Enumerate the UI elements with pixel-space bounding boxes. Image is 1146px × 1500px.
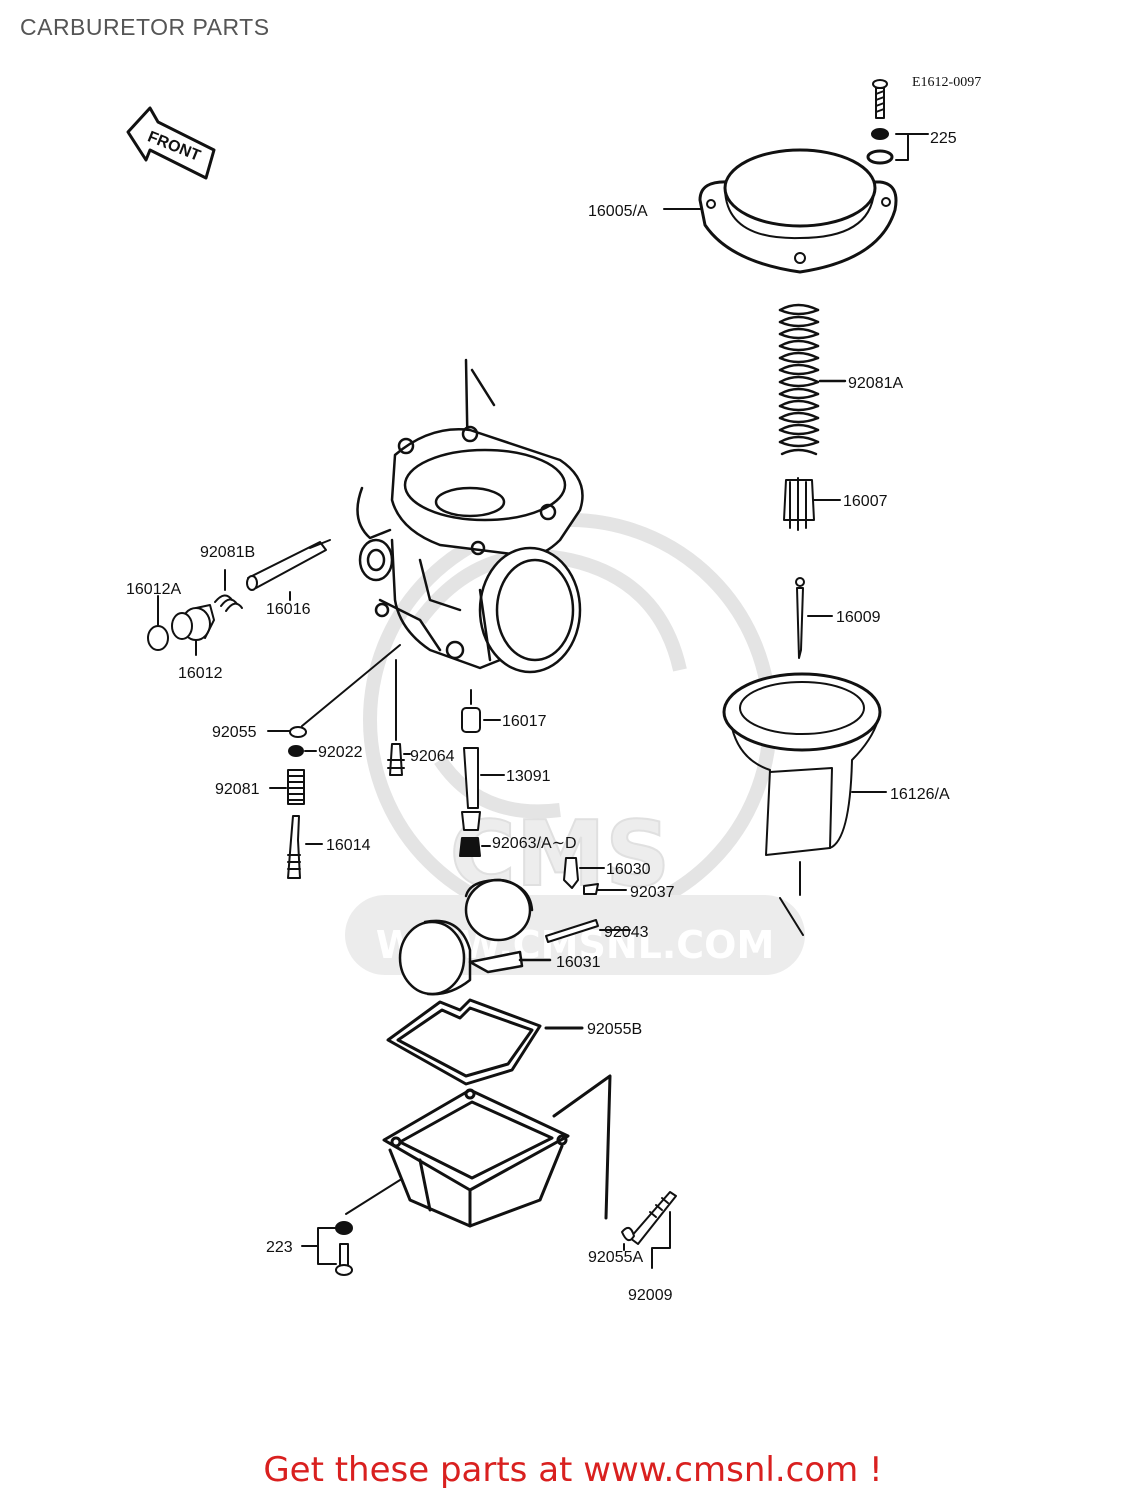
footer-prefix: Get these parts at [263,1450,584,1490]
part-float-16031 [398,878,552,996]
callout-92055a: 92055A [588,1249,643,1266]
callout-92064: 92064 [410,748,455,765]
part-pilot-screw-16014 [287,815,323,879]
callout-16005a: 16005/A [588,203,648,220]
part-float-bowl [382,1074,612,1228]
callout-92009: 92009 [628,1287,673,1304]
callout-16012a: 16012A [126,581,181,598]
part-drain-screw-92009 [629,1191,677,1269]
part-screw-225 [866,79,929,165]
part-carburetor-body [356,358,584,674]
part-pilot-jet-92064 [387,659,411,776]
diagram-code: E1612-0097 [912,75,982,90]
callout-16030: 16030 [606,861,651,878]
callout-92055b: 92055B [587,1021,642,1038]
callout-92081b: 92081B [200,544,255,561]
callout-92055: 92055 [212,724,257,741]
callout-92022: 92022 [318,744,363,761]
callout-92063: 92063/A∼D [492,835,577,852]
footer-link[interactable]: www.cmsnl.com [583,1450,859,1490]
part-bypass-screw-16016 [246,539,331,601]
callout-92037: 92037 [630,884,675,901]
callout-13091: 13091 [506,768,551,785]
front-arrow: FRONT [126,106,216,180]
page-title: CARBURETOR PARTS [20,14,270,40]
part-vacuum-piston-16126a [722,672,887,936]
callout-16012: 16012 [178,665,223,682]
part-spring-92081a [778,303,847,456]
callout-16016: 16016 [266,601,311,618]
callout-16009: 16009 [836,609,881,626]
part-washer-92022 [288,745,317,757]
part-oring-92055a [621,1226,635,1251]
part-top-cover [663,148,898,274]
part-pin-92043 [545,919,631,943]
callout-16017: 16017 [502,713,547,730]
part-needle-jet-16017 [461,689,501,733]
part-oring-92055 [267,644,401,738]
part-holder-13091 [461,747,505,831]
footer-banner: Get these parts at www.cmsnl.com ! [0,1450,1146,1490]
callout-16014: 16014 [326,837,371,854]
callout-16007: 16007 [843,493,888,510]
callout-223: 223 [266,1239,293,1256]
callout-16031: 16031 [556,954,601,971]
part-jet-needle-16009 [795,577,833,659]
callout-92081: 92081 [215,781,260,798]
part-spring-92081b [214,569,243,612]
footer-suffix: ! [858,1450,883,1490]
part-cap-16012a [147,595,169,651]
part-clip-92037 [583,883,627,895]
part-plug-16012 [171,604,215,656]
exploded-parts-diagram: CMS WWW.CMSNL.COM FRONT [126,79,957,1304]
callout-225: 225 [930,130,957,147]
callout-16126a: 16126/A [890,786,950,803]
part-spring-92081 [269,769,305,805]
callout-92043: 92043 [604,924,649,941]
part-main-jet-92063 [459,837,491,857]
part-float-valve-16030 [563,857,605,889]
part-screw-223 [301,1179,401,1276]
callout-92081a: 92081A [848,375,903,392]
part-needle-holder-16007 [783,477,841,531]
part-gasket-92055b [386,998,584,1086]
